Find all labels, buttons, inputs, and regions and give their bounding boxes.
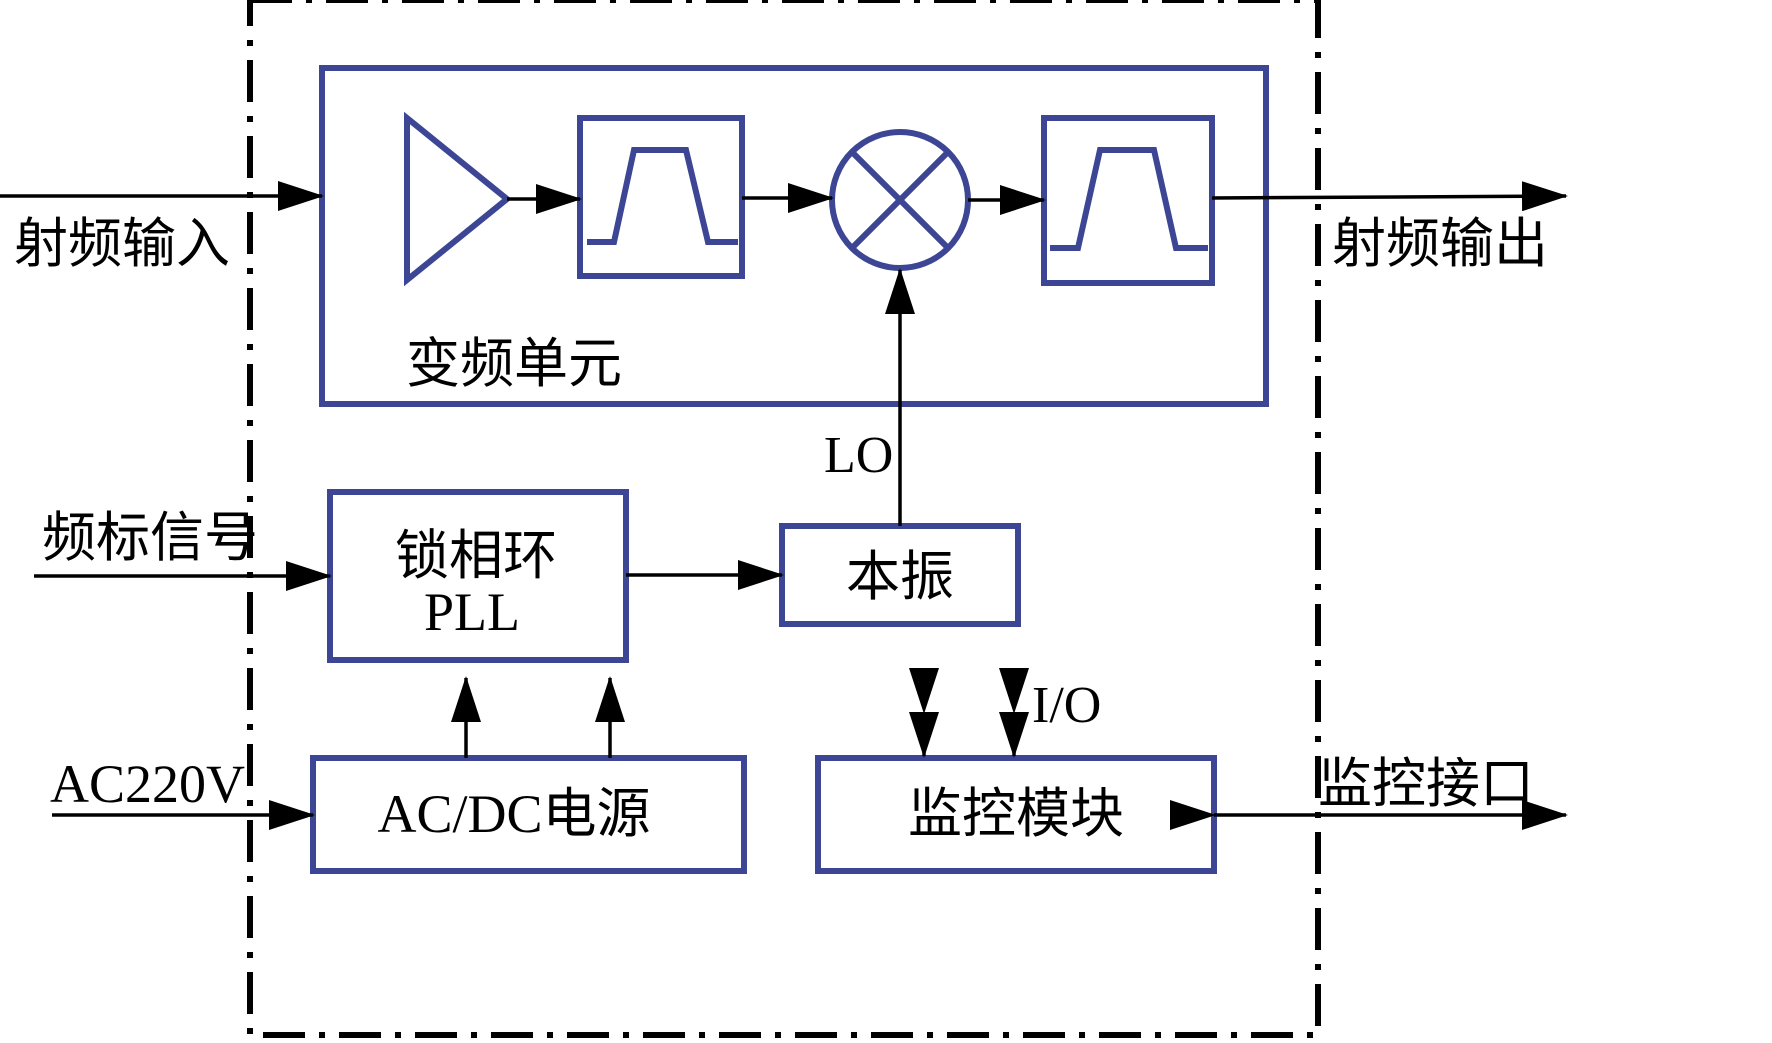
ac-input-label: AC220V xyxy=(50,754,245,814)
io-label: I/O xyxy=(1032,677,1101,734)
freq-ref-label: 频标信号 xyxy=(42,508,258,568)
monitor-interface-label: 监控接口 xyxy=(1318,754,1534,814)
local-oscillator-label: 本振 xyxy=(846,547,954,607)
mixer-cross-icon xyxy=(829,129,971,271)
rf-input-label: 射频输入 xyxy=(14,214,230,274)
rf-output-label: 射频输出 xyxy=(1332,214,1548,274)
monitor-module-block xyxy=(815,755,1217,874)
amplifier-triangle-icon xyxy=(404,111,512,287)
power-supply-label: AC/DC电源 xyxy=(377,784,650,844)
lo-label: LO xyxy=(824,427,893,484)
conversion-unit-label: 变频单元 xyxy=(406,334,622,394)
bandpass-filter-icon xyxy=(1041,115,1215,286)
monitor-module-label: 监控模块 xyxy=(908,784,1124,844)
local-oscillator-block xyxy=(779,523,1021,627)
bandpass-filter-icon xyxy=(577,115,745,279)
enclosure-boundary xyxy=(247,0,1321,1038)
pll-block xyxy=(327,489,629,663)
pll-label-line1: 锁相环 xyxy=(395,526,557,586)
pll-label-line2: PLL xyxy=(424,582,520,642)
rf-output-arrow xyxy=(1211,181,1568,212)
power-supply-block xyxy=(310,755,747,874)
